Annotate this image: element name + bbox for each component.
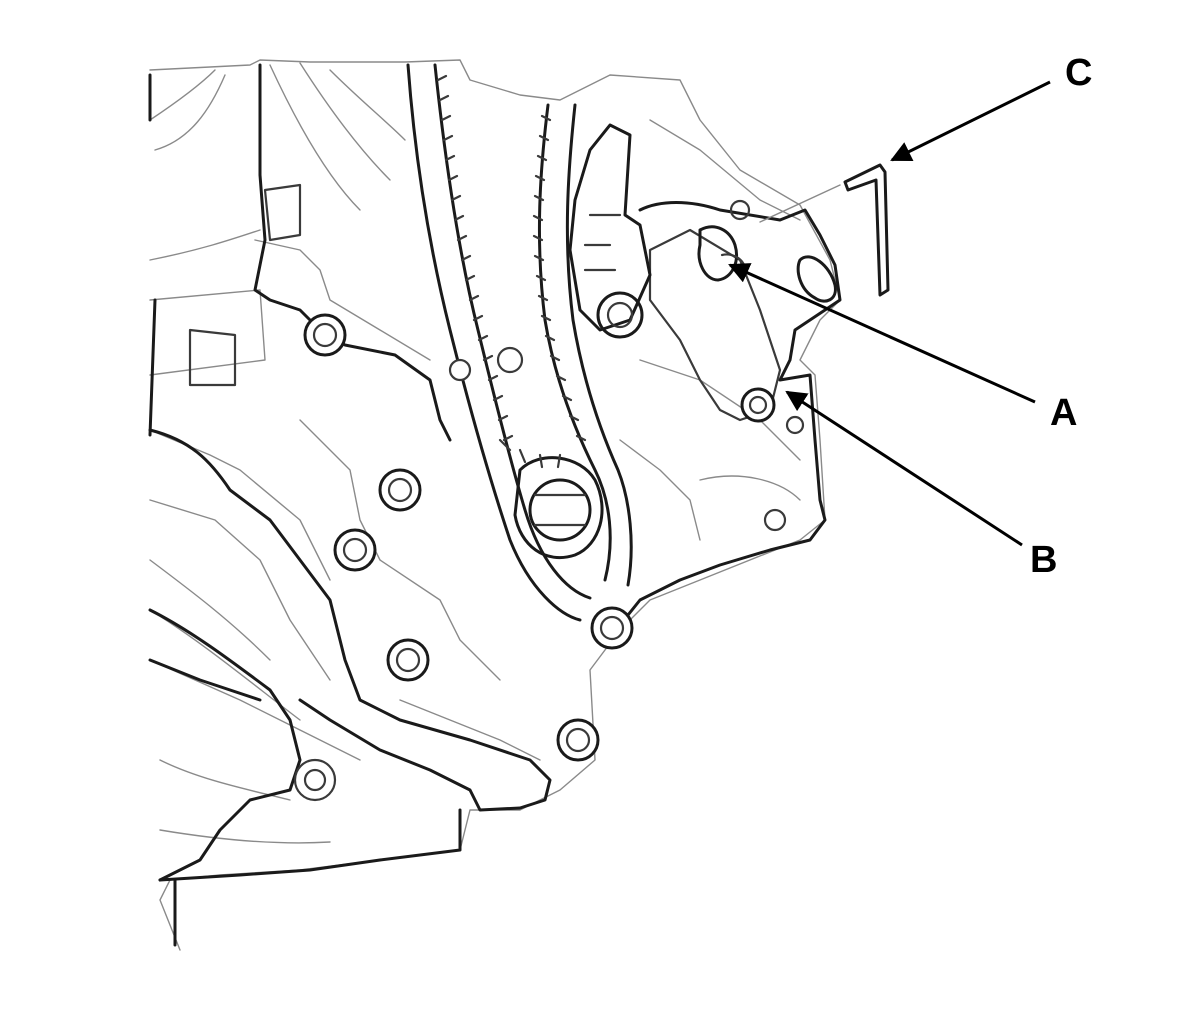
callout-label-c: C — [1065, 52, 1092, 94]
tensioner-bracket — [618, 199, 842, 627]
hex-wrench — [759, 163, 890, 297]
timing-cover-housing — [148, 63, 552, 947]
callouts: C A B — [728, 52, 1092, 581]
callout-line-a — [728, 263, 1036, 404]
callout-label-a: A — [1050, 392, 1077, 434]
bolts — [293, 313, 776, 802]
callout-line-c — [890, 80, 1051, 162]
callout-line-b — [785, 390, 1023, 547]
engine-block — [149, 59, 841, 951]
callout-label-b: B — [1030, 539, 1057, 581]
timing-belt-tensioner — [568, 123, 747, 339]
timing-belt — [406, 63, 633, 622]
crankshaft-pulley — [498, 438, 604, 560]
